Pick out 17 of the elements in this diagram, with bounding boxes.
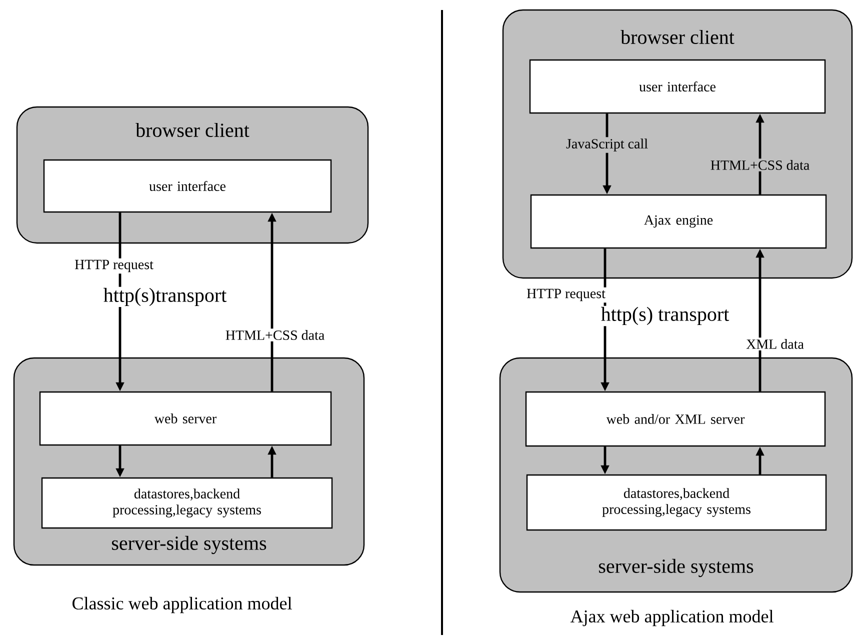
edge-label: HTTP request (73, 258, 155, 274)
component-box: datastores,backend processing,legacy systems (526, 474, 827, 531)
component-box: Ajax engine (530, 194, 827, 249)
component-box: user interface (43, 159, 332, 213)
edge-label: XML data (744, 338, 806, 350)
edge-label: JavaScript call (564, 137, 650, 153)
component-box: web server (39, 391, 332, 446)
edge-label: HTML+CSS data (224, 328, 326, 342)
component-box: user interface (529, 59, 826, 114)
diagram-caption: Classic web application model (70, 596, 294, 614)
transport-label: http(s) transport (600, 306, 730, 326)
edge-label: HTML+CSS data (708, 158, 812, 172)
edge-label: HTTP request (525, 287, 607, 303)
component-box: datastores,backend processing,legacy systems (41, 477, 333, 529)
diagram-caption: Ajax web application model (569, 608, 775, 628)
component-box: web and/or XML server (525, 391, 826, 447)
transport-label: http(s)transport (102, 286, 228, 308)
